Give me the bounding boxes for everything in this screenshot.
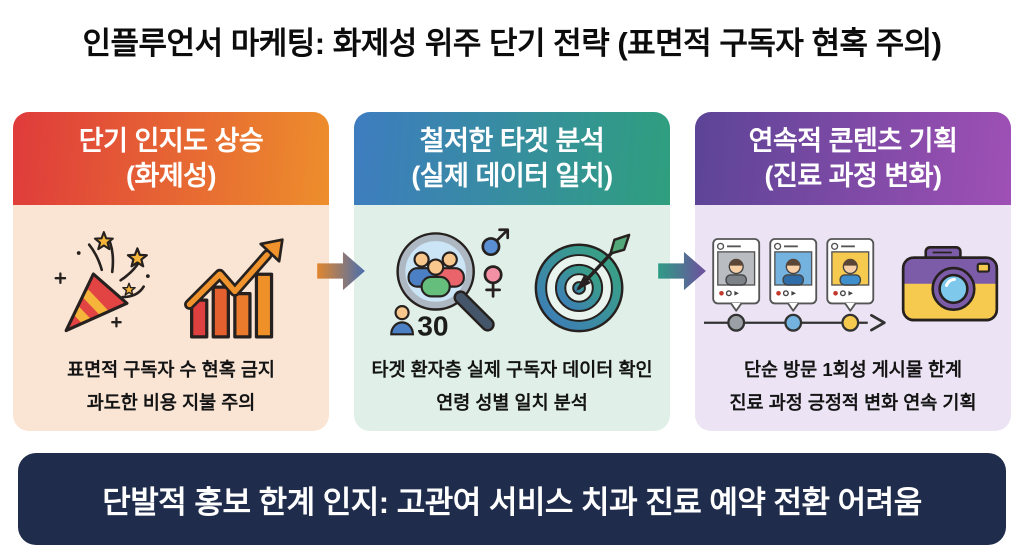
- audience-magnifier-icon: 30: [390, 228, 510, 341]
- growth-chart-icon: [184, 237, 284, 339]
- card1-caption: 표면적 구독자 수 현혹 금지 과도한 비용 지불 주의: [67, 354, 275, 419]
- card1-header: 단기 인지도 상승 (화제성): [13, 112, 329, 205]
- card3-body: 단순 방문 1회성 게시물 한계 진료 과정 긍정적 변화 연속 기획: [695, 205, 1011, 431]
- card2-caption-line1: 타겟 환자층 실제 구독자 데이터 확인: [371, 359, 653, 381]
- magnifier-people: [407, 251, 465, 298]
- card-target-analysis: 철저한 타겟 분석 (실제 데이터 일치): [354, 112, 670, 431]
- card1-header-line1: 단기 인지도 상승: [78, 126, 264, 157]
- card2-header: 철저한 타겟 분석 (실제 데이터 일치): [354, 112, 670, 205]
- timeline-dot-3: [841, 313, 860, 332]
- posts-timeline-icon: [704, 237, 886, 332]
- post-card-1: [712, 237, 761, 312]
- card3-icon-row: [704, 215, 1002, 354]
- male-symbol-icon: [481, 228, 510, 256]
- age-30-label: 30: [417, 310, 448, 341]
- card2-header-line2: (실제 데이터 일치): [411, 160, 613, 191]
- timeline-dot-1: [727, 313, 746, 332]
- card2-header-line1: 철저한 타겟 분석: [419, 126, 605, 157]
- timeline-dot-2: [784, 313, 803, 332]
- card3-header-line2: (진료 과정 변화): [764, 160, 942, 191]
- camera-icon: [901, 245, 999, 322]
- card3-header: 연속적 콘텐츠 기획 (진료 과정 변화): [695, 112, 1011, 205]
- female-symbol-icon: [483, 264, 503, 298]
- card3-caption: 단순 방문 1회성 게시물 한계 진료 과정 긍정적 변화 연속 기획: [730, 354, 977, 419]
- party-popper-icon: [54, 230, 150, 332]
- card2-body: 30: [354, 205, 670, 431]
- card1-header-line2: (화제성): [125, 160, 217, 191]
- flow-arrow-2: [658, 251, 706, 291]
- age-person-icon: [390, 304, 415, 335]
- card1-body: 표면적 구독자 수 현혹 금지 과도한 비용 지불 주의: [13, 205, 329, 431]
- flow-arrow-1: [317, 251, 365, 291]
- card3-caption-line2: 진료 과정 긍정적 변화 연속 기획: [729, 391, 977, 413]
- card2-caption-line2: 연령 성별 일치 분석: [436, 391, 588, 413]
- card1-caption-line2: 과도한 비용 지불 주의: [86, 391, 256, 413]
- card2-icon-row: 30: [388, 215, 636, 354]
- card-continuous-content: 연속적 콘텐츠 기획 (진료 과정 변화): [695, 112, 1011, 431]
- post-card-2: [769, 237, 818, 312]
- card3-caption-line1: 단순 방문 1회성 게시물 한계: [743, 359, 963, 381]
- card2-caption: 타겟 환자층 실제 구독자 데이터 확인 연령 성별 일치 분석: [371, 354, 652, 419]
- card-short-term-awareness: 단기 인지도 상승 (화제성): [13, 112, 329, 431]
- post-card-3: [826, 237, 875, 312]
- target-dart-icon: [534, 233, 631, 332]
- page-title: 인플루언서 마케팅: 화제성 위주 단기 전략 (표면적 구독자 현혹 주의): [82, 26, 942, 61]
- card1-caption-line1: 표면적 구독자 수 현혹 금지: [67, 359, 275, 381]
- bottom-banner-text: 단발적 홍보 한계 인지: 고관여 서비스 치과 진료 예약 전환 어려움: [102, 484, 922, 520]
- card1-icon-row: [49, 215, 293, 354]
- card3-header-line1: 연속적 콘텐츠 기획: [748, 126, 958, 157]
- bottom-banner: 단발적 홍보 한계 인지: 고관여 서비스 치과 진료 예약 전환 어려움: [18, 453, 1006, 545]
